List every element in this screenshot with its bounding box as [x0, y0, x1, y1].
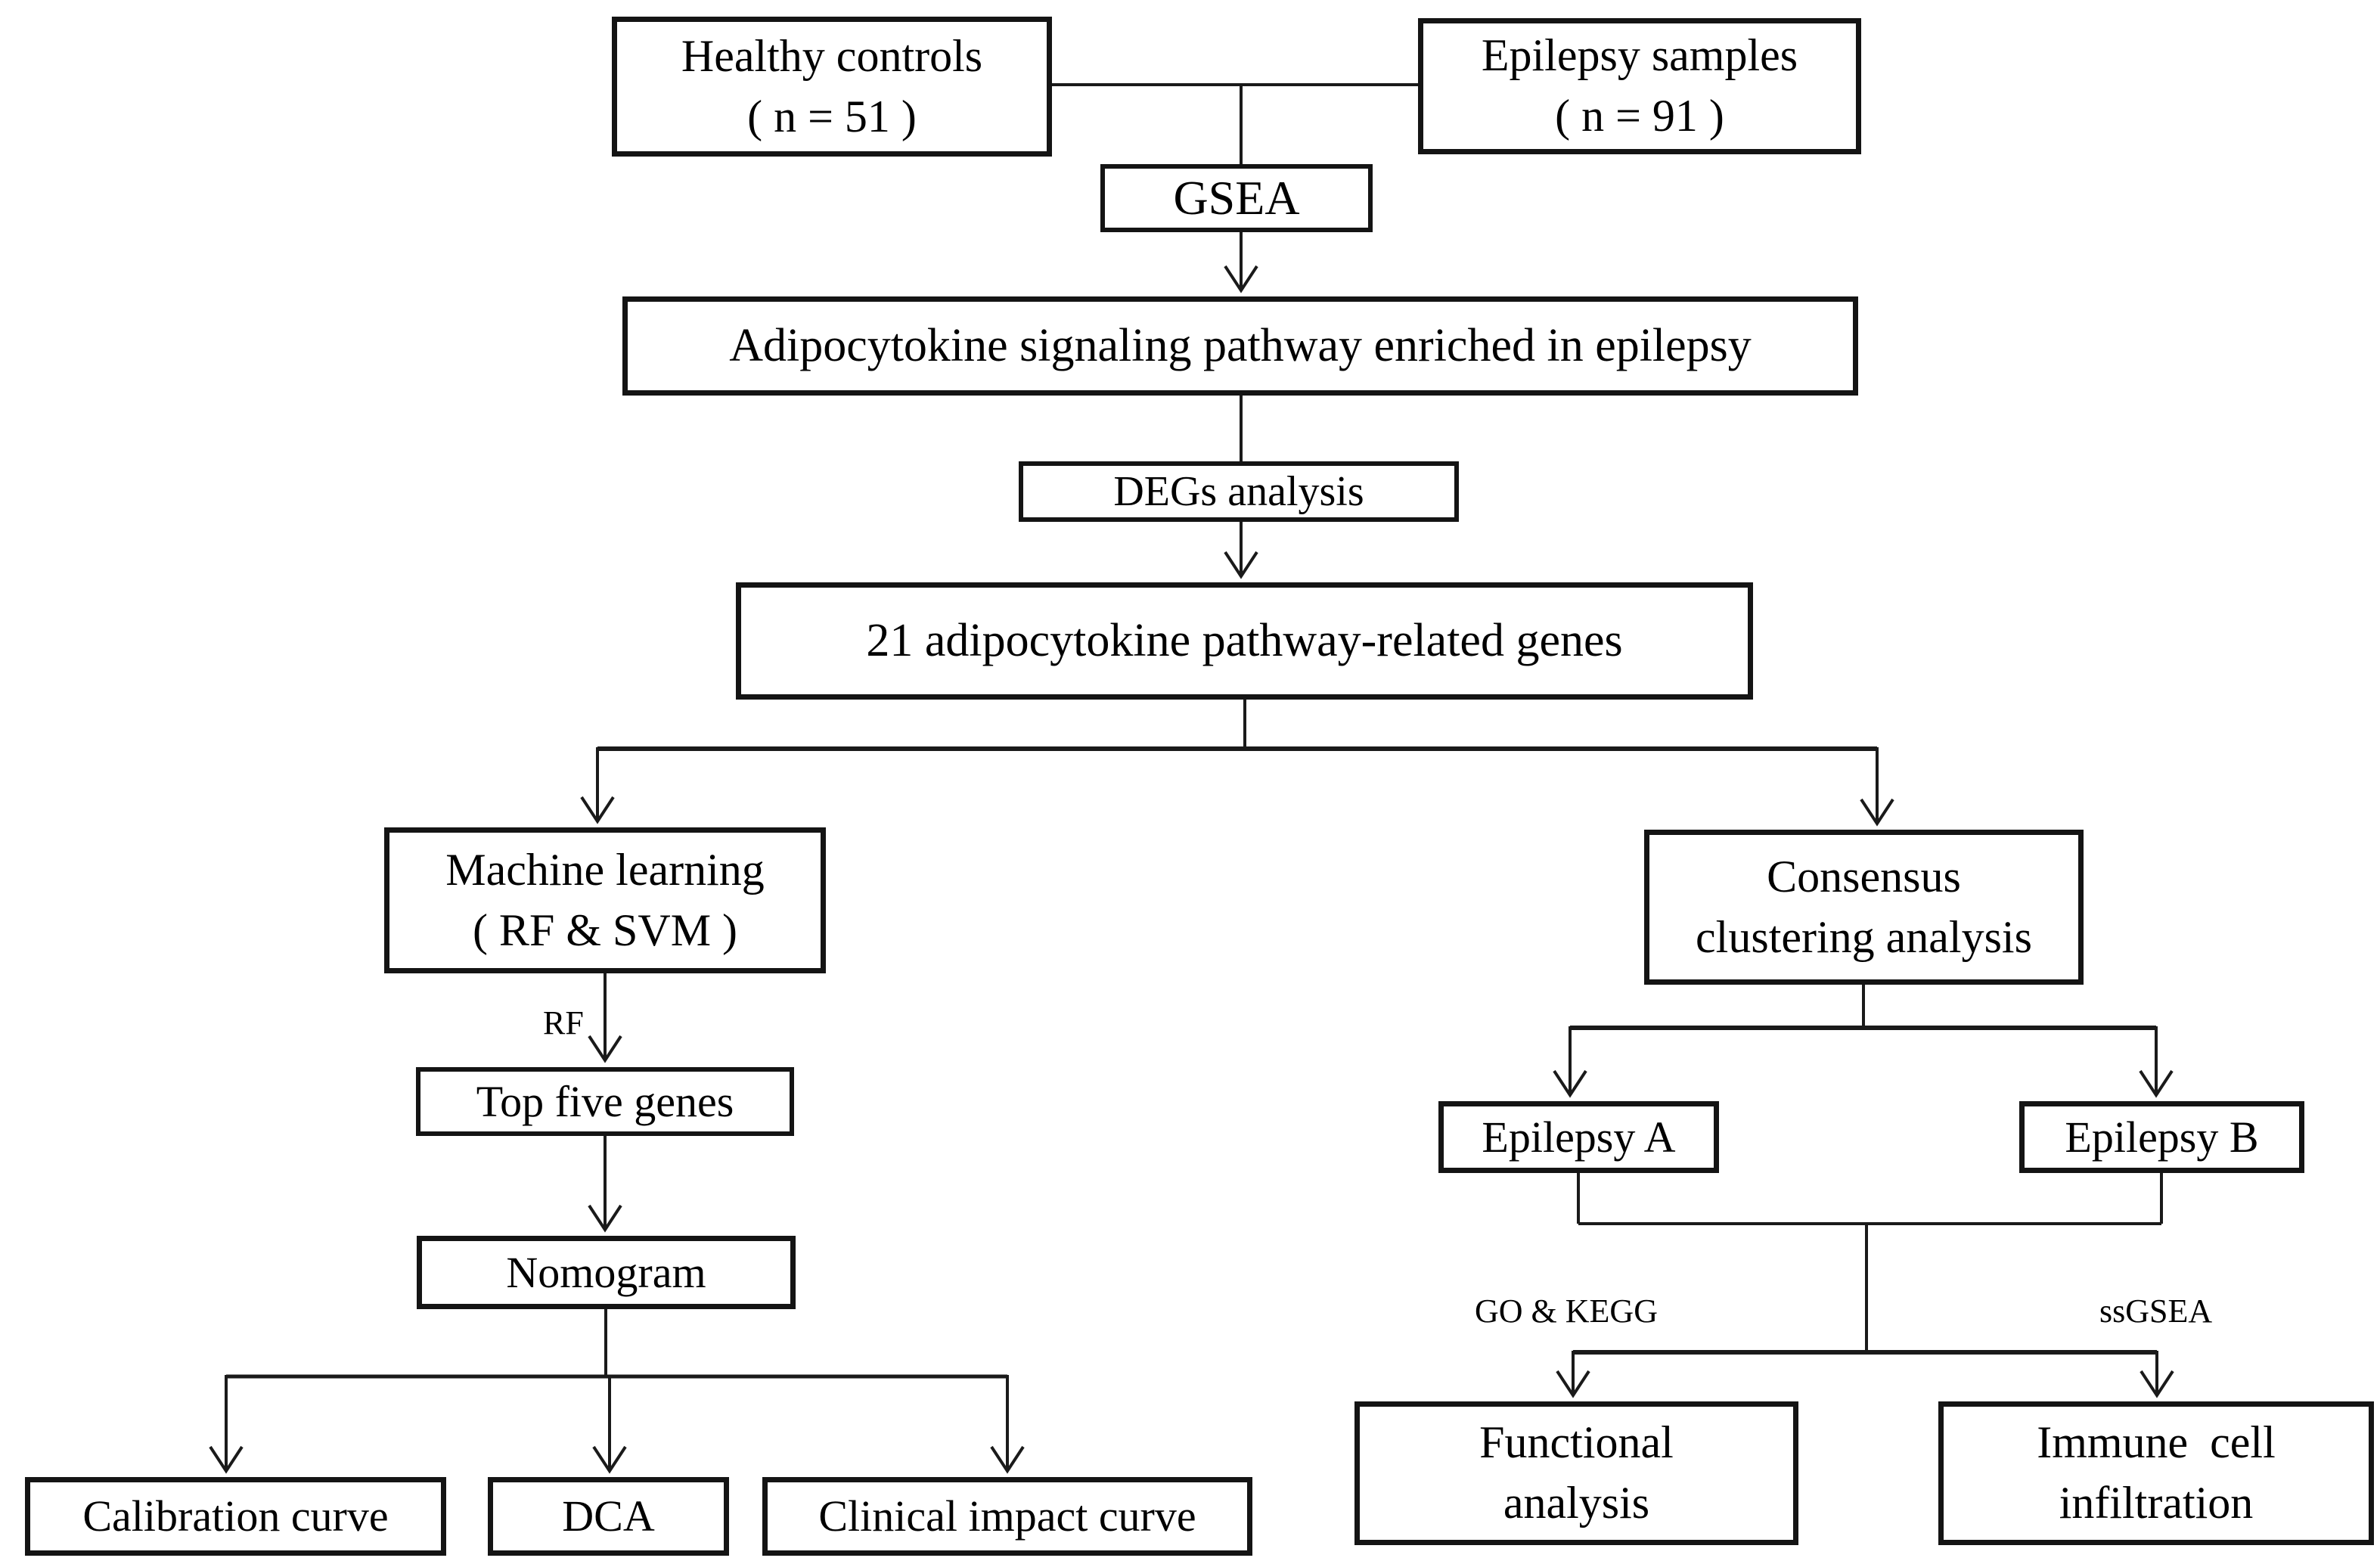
node-degs-analysis: DEGs analysis	[1019, 461, 1459, 522]
node-epilepsy-b: Epilepsy B	[2019, 1101, 2304, 1173]
node-clinical-impact-curve: Clinical impact curve	[762, 1477, 1252, 1556]
node-top-five-genes: Top five genes	[416, 1067, 794, 1136]
node-label: ( n = 91 )	[1555, 91, 1724, 141]
node-label: clustering analysis	[1696, 911, 2032, 962]
node-label: ( RF & SVM )	[472, 905, 738, 955]
node-label: Top five genes	[476, 1076, 734, 1126]
node-epilepsy-samples: Epilepsy samples ( n = 91 )	[1418, 18, 1861, 154]
node-dca: DCA	[488, 1477, 729, 1556]
node-label: Epilepsy samples	[1481, 30, 1798, 81]
node-label: Healthy controls	[681, 30, 983, 81]
node-label: Nomogram	[506, 1247, 706, 1297]
node-label: analysis	[1503, 1478, 1650, 1528]
node-gsea: GSEA	[1100, 164, 1373, 232]
node-label: infiltration	[2059, 1478, 2254, 1528]
node-label: Clinical impact curve	[818, 1491, 1196, 1541]
node-label: Calibration curve	[82, 1491, 389, 1541]
node-label: Epilepsy B	[2065, 1112, 2259, 1162]
node-consensus-clustering: Consensus clustering analysis	[1644, 830, 2084, 985]
node-functional-analysis: Functional analysis	[1354, 1401, 1798, 1545]
node-immune-cell-infiltration: Immune cell infiltration	[1938, 1401, 2374, 1545]
edge-label-rf: RF	[543, 1004, 584, 1041]
node-pathway-genes: 21 adipocytokine pathway-related genes	[736, 582, 1753, 700]
node-label: Functional	[1479, 1417, 1674, 1468]
edge-label-go-kegg: GO & KEGG	[1475, 1293, 1658, 1330]
node-label: Epilepsy A	[1482, 1112, 1676, 1162]
node-label: DEGs analysis	[1113, 467, 1364, 515]
node-label: Immune cell	[2037, 1417, 2276, 1468]
node-label: GSEA	[1173, 171, 1300, 225]
node-label: ( n = 51 )	[747, 91, 917, 141]
node-label: DCA	[562, 1491, 655, 1541]
node-label: Consensus	[1767, 851, 1961, 902]
node-machine-learning: Machine learning ( RF & SVM )	[384, 827, 826, 973]
node-label: Machine learning	[445, 844, 765, 895]
node-healthy-controls: Healthy controls ( n = 51 )	[612, 17, 1052, 157]
edge-label-ssgsea: ssGSEA	[2099, 1293, 2213, 1330]
node-calibration-curve: Calibration curve	[25, 1477, 446, 1556]
node-label: Adipocytokine signaling pathway enriched…	[729, 320, 1752, 372]
node-epilepsy-a: Epilepsy A	[1438, 1101, 1719, 1173]
node-label: 21 adipocytokine pathway-related genes	[866, 615, 1623, 667]
node-nomogram: Nomogram	[417, 1236, 796, 1309]
node-pathway-enriched: Adipocytokine signaling pathway enriched…	[622, 296, 1858, 396]
